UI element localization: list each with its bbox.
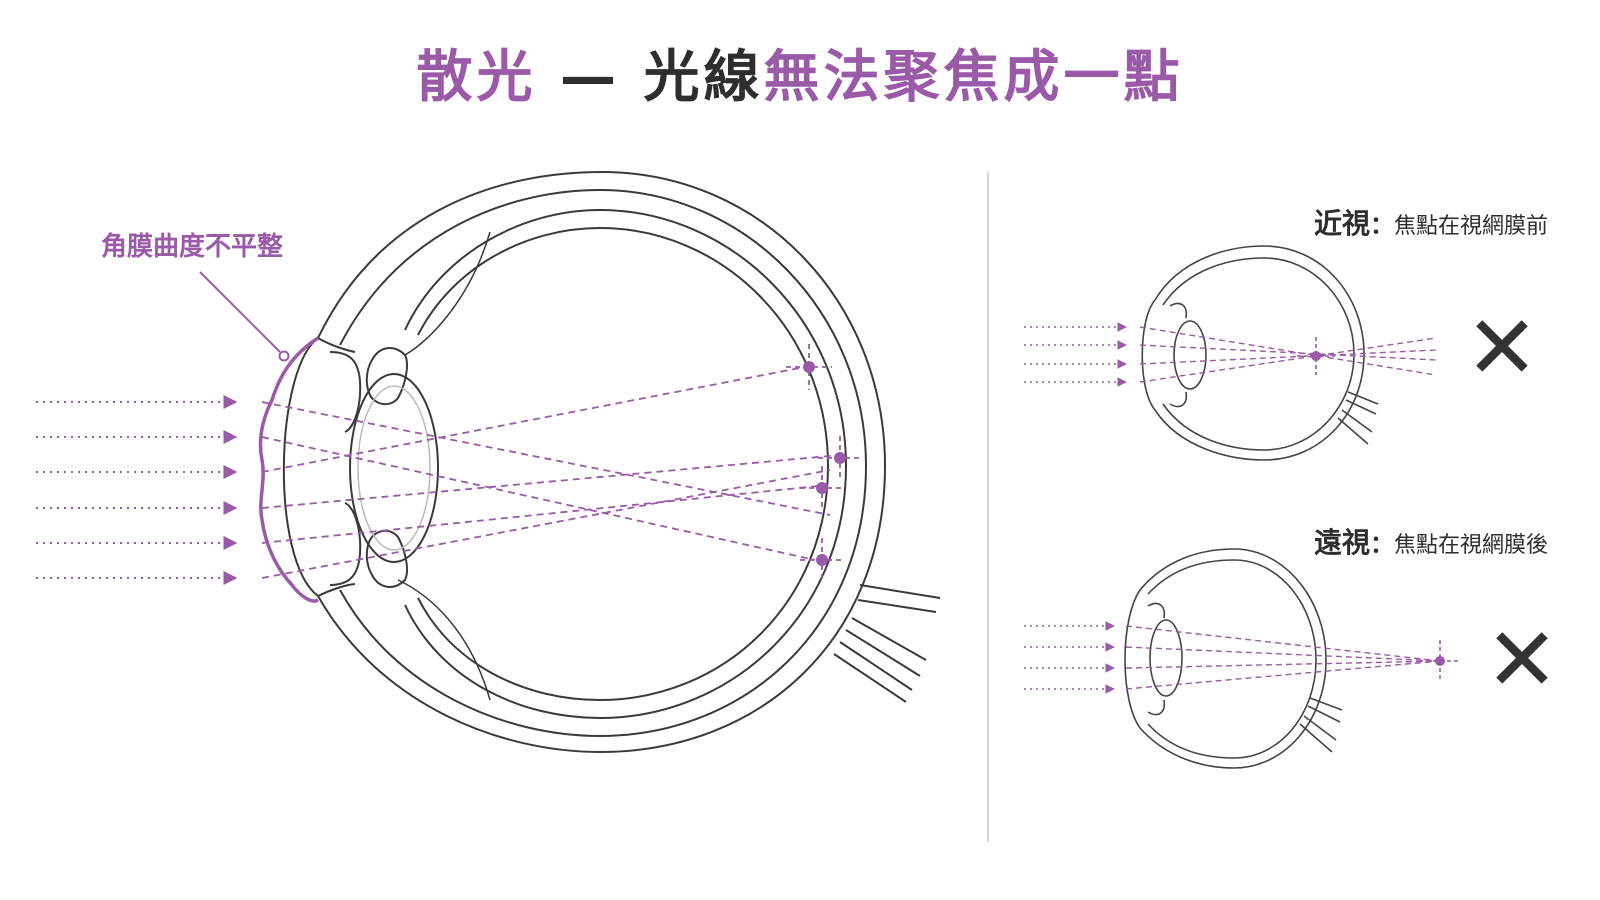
myopia-incoming-rays	[1024, 322, 1127, 387]
focal-point-4	[800, 538, 844, 582]
hyperopia-eye	[1124, 548, 1343, 769]
iris-bottom	[329, 502, 362, 586]
hyperopia-refracted-rays	[1125, 625, 1441, 690]
main-incoming-rays	[36, 395, 238, 585]
focal-point-1	[786, 344, 832, 390]
hyperopia-desc: 焦點在視網膜後	[1394, 533, 1548, 558]
focal-point-3	[800, 466, 844, 510]
cornea-annotation: 角膜曲度不平整	[101, 231, 290, 362]
iris-top	[329, 351, 362, 433]
myopia-x-mark: ✕	[1465, 296, 1539, 399]
page-title: 散光 — 光線無法聚焦成一點	[0, 38, 1600, 118]
title-cannot-focus: 無法聚焦成一點	[763, 45, 1184, 110]
sclera-inner	[339, 188, 868, 738]
retina	[404, 208, 848, 720]
myopia-caption: 近視：焦點在視網膜前	[1314, 207, 1548, 240]
hyperopia-panel: 遠視：焦點在視網膜後 ✕	[1024, 526, 1559, 769]
main-refracted-rays	[261, 366, 841, 579]
hyperopia-focal-point	[1419, 640, 1461, 682]
cornea-label: 角膜曲度不平整	[101, 231, 283, 262]
myopia-refracted-rays	[1139, 326, 1437, 383]
hyperopia-colon: ：	[1370, 530, 1394, 558]
myopia-eye	[1141, 245, 1379, 461]
lens	[349, 373, 439, 563]
title-dash: —	[536, 45, 644, 110]
main-eye	[282, 170, 941, 754]
title-astigmatism: 散光	[416, 45, 537, 110]
myopia-colon: ：	[1370, 211, 1394, 239]
hyperopia-title: 遠視	[1314, 526, 1370, 559]
sclera-outer	[317, 170, 887, 754]
myopia-title: 近視	[1314, 207, 1370, 240]
hyperopia-caption: 遠視：焦點在視網膜後	[1314, 526, 1548, 559]
main-focal-points	[786, 344, 862, 582]
ciliary-bottom	[365, 529, 408, 588]
ciliary-top	[365, 347, 408, 406]
myopia-panel: 近視：焦點在視網膜前 ✕	[1024, 207, 1548, 461]
lens-inner	[357, 385, 431, 551]
myopia-desc: 焦點在視網膜前	[1394, 214, 1548, 239]
hyperopia-x-mark: ✕	[1485, 608, 1559, 711]
irregular-cornea	[258, 336, 319, 603]
retina-inner	[417, 226, 830, 702]
cornea-inner	[282, 337, 319, 597]
title-light: 光線	[643, 45, 764, 110]
optic-nerve	[833, 584, 941, 703]
hyperopia-incoming-rays	[1024, 621, 1115, 694]
focal-point-2	[818, 436, 862, 480]
myopia-focal-point	[1297, 337, 1335, 375]
